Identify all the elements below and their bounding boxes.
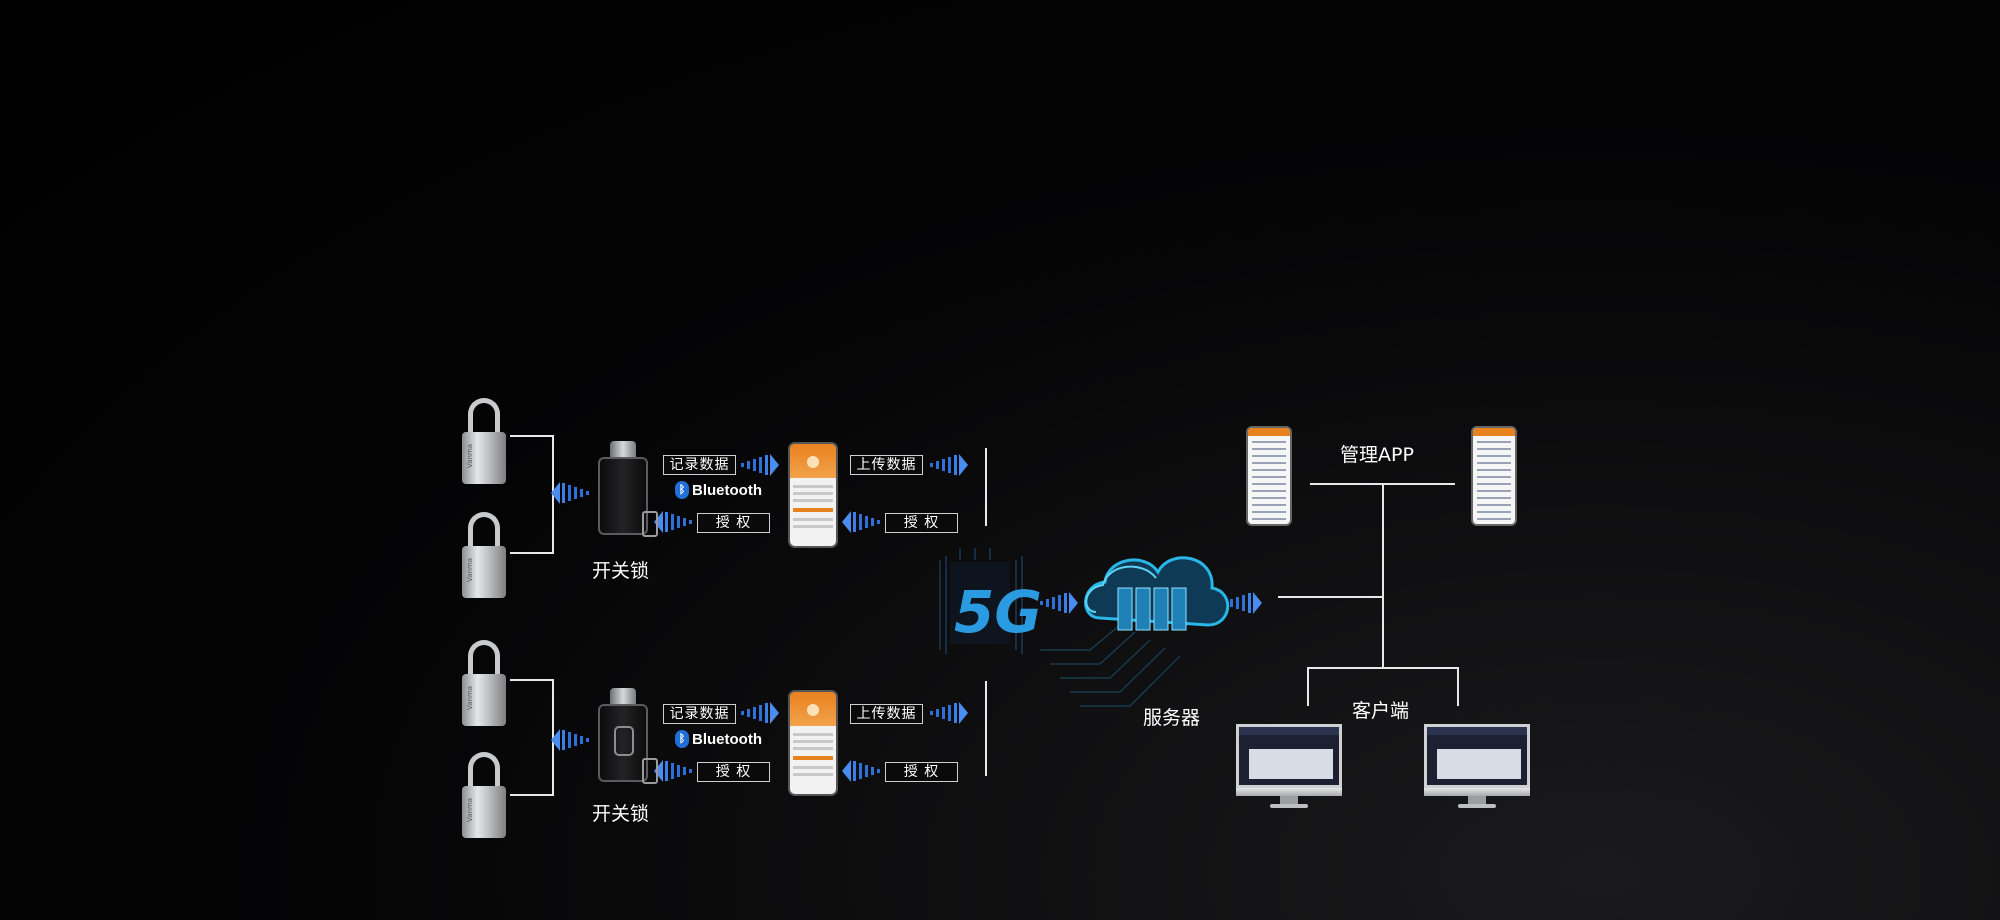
management-app-phone-icon: [1246, 426, 1292, 526]
record-data-label: 记录数据: [663, 704, 736, 724]
padlock-icon: Vanma: [462, 398, 506, 484]
mobile-app-phone-icon: [788, 442, 838, 548]
mobile-app-phone-icon: [788, 690, 838, 796]
bluetooth-icon: ᛒ: [675, 481, 689, 499]
client-caption: 客户端: [1352, 700, 1410, 722]
padlock-icon: Vanma: [462, 752, 506, 838]
server-caption: 服务器: [1143, 707, 1201, 729]
padlock-icon: Vanma: [462, 512, 506, 598]
5g-chip-icon: 5G: [939, 548, 1042, 654]
auth-label: 授 权: [885, 513, 958, 533]
padlock-icon: Vanma: [462, 640, 506, 726]
switch-lock-device-icon: [596, 688, 658, 788]
record-data-label: 记录数据: [663, 455, 736, 475]
client-monitor-icon: [1424, 724, 1530, 810]
device-caption: 开关锁: [592, 803, 650, 825]
switch-lock-device-icon: [596, 441, 658, 541]
upload-data-label: 上传数据: [850, 455, 923, 475]
device-caption: 开关锁: [592, 560, 650, 582]
management-app-caption: 管理APP: [1340, 444, 1414, 466]
auth-label: 授 权: [885, 762, 958, 782]
cloud-server-icon: [1084, 556, 1230, 631]
management-app-phone-icon: [1471, 426, 1517, 526]
bluetooth-icon: ᛒ: [675, 730, 689, 748]
auth-label: 授 权: [697, 762, 770, 782]
upload-data-label: 上传数据: [850, 704, 923, 724]
client-monitor-icon: [1236, 724, 1342, 810]
auth-label: 授 权: [697, 513, 770, 533]
5g-label: 5G: [954, 578, 1042, 646]
